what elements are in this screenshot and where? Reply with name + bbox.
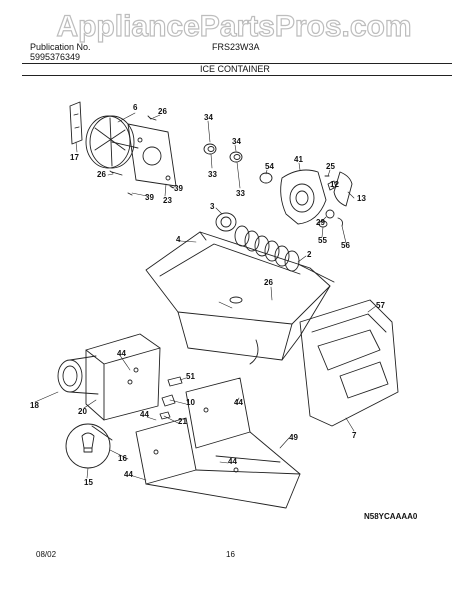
svg-text:AppliancePartsPros.com: AppliancePartsPros.com <box>56 10 411 43</box>
part-34-33-bushings <box>203 143 243 163</box>
callout-label: 6 <box>133 103 138 112</box>
callout-label: 18 <box>30 401 39 410</box>
callout-label: 12 <box>330 180 339 189</box>
drawing-code: N58YCAAAA0 <box>364 512 418 521</box>
part-23-plate <box>127 123 177 187</box>
callout-label: 26 <box>158 107 167 116</box>
publication-number: 5995376349 <box>30 52 81 62</box>
callout-label: 33 <box>236 189 245 198</box>
callout-label: 54 <box>265 162 274 171</box>
callout-label: 55 <box>318 236 327 245</box>
watermark-logo: AppliancePartsPros.com <box>56 9 412 43</box>
leader-lines <box>34 112 377 481</box>
callout-label: 39 <box>145 193 154 202</box>
callout-label: 56 <box>341 241 350 250</box>
callout-label: 29 <box>316 218 325 227</box>
part-4-ice-container <box>145 231 331 365</box>
part-41-motor-housing <box>280 169 327 225</box>
callout-label: 44 <box>117 349 126 358</box>
callout-label: 49 <box>289 433 298 442</box>
part-13-shutter <box>333 171 353 207</box>
part-2-auger-coil <box>234 225 335 283</box>
part-6-auger-wheel <box>85 115 139 169</box>
part-54-bushing <box>259 172 273 184</box>
callout-label: 26 <box>97 170 106 179</box>
part-7-57-front-cover <box>299 299 399 427</box>
callout-label: 17 <box>70 153 79 162</box>
callout-label: 34 <box>204 113 213 122</box>
callout-label: 44 <box>140 410 149 419</box>
part-12-25-clips <box>324 175 337 191</box>
part-49-housing-base <box>135 377 301 509</box>
callout-label: 44 <box>228 457 237 466</box>
callout-label: 23 <box>163 196 172 205</box>
callout-label: 15 <box>84 478 93 487</box>
part-17-bracket <box>69 101 83 145</box>
publication-label: Publication No. <box>30 42 91 52</box>
callout-label: 4 <box>176 235 181 244</box>
callout-label: 20 <box>78 407 87 416</box>
model-number: FRS23W3A <box>212 42 260 52</box>
callout-label: 10 <box>186 398 195 407</box>
callout-label: 13 <box>357 194 366 203</box>
callout-label: 3 <box>210 202 215 211</box>
callout-label: 7 <box>352 431 357 440</box>
callout-label: 57 <box>376 301 385 310</box>
footer-date: 08/02 <box>36 550 57 559</box>
callout-label: 44 <box>124 470 133 479</box>
part-18-20-motor-assembly <box>57 333 161 421</box>
part-10-21-51-switches <box>159 376 183 420</box>
callout-label: 44 <box>234 398 243 407</box>
callout-label: 2 <box>307 250 312 259</box>
part-3-grommet <box>215 212 237 232</box>
callout-label: 41 <box>294 155 303 164</box>
header-rule-bottom <box>22 75 452 76</box>
callout-label: 26 <box>264 278 273 287</box>
screws-26-39 <box>109 115 175 196</box>
footer-page-number: 16 <box>226 550 235 559</box>
callout-label: 16 <box>118 454 127 463</box>
callout-label: 33 <box>208 170 217 179</box>
part-15-16-lamp-detail <box>65 423 113 469</box>
header-rule-top <box>22 63 452 64</box>
section-title: ICE CONTAINER <box>200 64 270 74</box>
callout-label: 39 <box>174 184 183 193</box>
callout-label: 21 <box>178 417 187 426</box>
callout-label: 34 <box>232 137 241 146</box>
callout-label: 51 <box>186 372 195 381</box>
callout-label: 25 <box>326 162 335 171</box>
